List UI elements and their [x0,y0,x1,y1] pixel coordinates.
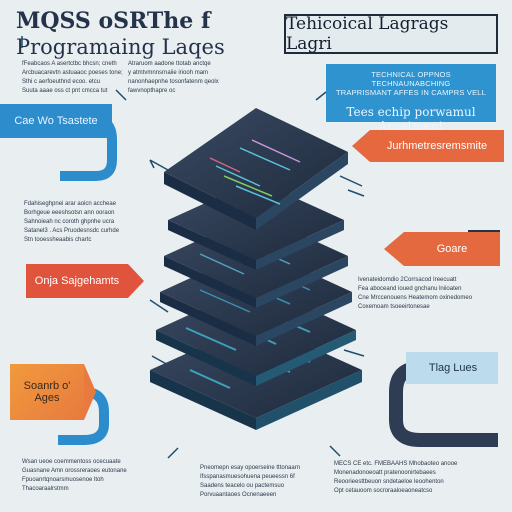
caption-line: Reoorieesttbeuon sndetaeloe leoohenton [334,479,444,485]
caption-line: Atraruom aadone ttotab anctqe [128,61,211,67]
caption-mid-left: Fdahiseghpnei arar aoicn accheae Borhgeu… [24,200,119,245]
caption-line: y atmtvmnnsrnaiie iriooh mam [128,70,209,76]
caption-line: Pneomepn esay opoerseine tttonaarn [200,465,301,471]
tag-orange-right-top: Jurhmetresremsmite [370,130,504,162]
caption-bottom-mid: Pneomepn esay opoerseine tttonaarn Ifssp… [200,464,300,500]
caption-line: Ifsspanasmuesohuena peueessn 6f [200,474,295,480]
caption-bottom-right: MECS CE etc. FMEBAAHS Mhobaoteo anooe Mo… [334,460,457,496]
caption-line: Arcbuacarevtn astuaaoc poeses tone; [22,70,123,76]
tag-orange-left-line2: Ages [34,392,60,404]
layer-1-top [164,108,348,230]
caption-line: Fpuoanrtqnoarsmuosenoe ltoh [22,477,104,483]
caption-line: Saadens teacelo ou pactemsuo [200,483,285,489]
layer-stack [150,108,362,430]
caption-top-mid: Atraruom aadone ttotab anctqe y atmtvmnn… [128,60,219,96]
title-line-1: MQSS oSRThe f [16,8,211,34]
caption-bottom-left: Wsan ueoe coemmentoss ocecuaate Guasnane… [22,458,127,494]
caption-line: Stn tooessheaabis chartc [24,237,92,243]
caption-line: Thacoaraalrstmm [22,486,69,492]
caption-line: Satanel3 . Acs Pruodesnsdc curhde [24,228,120,234]
caption-line: Coxemoam tsoeeirtonesae [358,304,430,310]
tag-orange-left-line1: Soanrb o' [23,380,71,392]
caption-line: Sthi c aerfoeuthnd ecoo. etcu [22,79,101,85]
caption-line: Sahnoieah nc coroth ghpnhe ucra [24,219,115,225]
technical-banner: TECHNICAL OPPNOS TECHNAUNABCHING TRAPRIS… [326,64,496,133]
caption-line: Ivenateidomdio 2Corrsacod Ireecuatt [358,277,457,283]
tag-blue-left: Cae Wo Tsastete [0,104,112,138]
tag-orange-left: Soanrb o' Ages [10,364,84,420]
caption-line: Guasnane Amn orossreraoes eutonane [22,468,127,474]
tag-red-left: Onja Sajgehamts [26,264,128,298]
orange-left-pointer [84,364,96,420]
tag-light-blue-right: Tlag Lues [408,352,498,384]
caption-line: Fea aboceand ioued gnchanu lniioaten [358,286,462,292]
header-badge: Tehicoical Lagrags Lagri [284,14,498,54]
caption-line: MECS CE etc. FMEBAAHS Mhobaoteo anooe [334,461,458,467]
red-left-pointer [128,264,144,298]
caption-line: fFeabcaos A asertctbc bhcsn; cneth [22,61,117,67]
page-title: MQSS oSRThe f Programaing Laqes [16,8,236,60]
caption-line: Opt cetauoom socroraaloeaoneatcso [334,488,433,494]
caption-line: Fdahiseghpnei arar aoicn accheae [24,201,117,207]
banner-line-2: Tees echip porwamul Argetment [346,105,476,133]
caption-line: Suuta aaae oss ct pnt cmcca tut [22,88,108,94]
banner-line-1b: TRAPRISMANT AFFES IN CAMPRS VELL [335,88,487,97]
title-line-2: Programaing Laqes [16,35,225,59]
tag-orange-right-mid: Goare [404,232,500,266]
caption-line: Wsan ueoe coemmentoss ocecuaate [22,459,121,465]
banner-line-1: TECHNICAL OPPNOS TECHNAUNABCHING [371,70,451,88]
caption-line: fawvnopthapre oc [128,88,176,94]
caption-line: Cne Mrccenouens Heatemom oxinedomeo [358,295,473,301]
caption-line: Porvuaantaoes Ocnenaeeen [200,492,277,498]
orange-right-pointer-mid [384,232,404,266]
caption-top-left: fFeabcaos A asertctbc bhcsn; cneth Arcbu… [22,60,123,96]
caption-line: Monenadonoeoatt pratenoonirtebaees [334,470,436,476]
orange-right-pointer-top [352,130,370,162]
caption-line: Borhgeue eeeshsotsn ann ooraon [24,210,115,216]
caption-line: nanonhaepnhe tosonfatenm qeolx [128,79,219,85]
caption-mid-right: Ivenateidomdio 2Corrsacod Ireecuatt Fea … [358,276,472,312]
